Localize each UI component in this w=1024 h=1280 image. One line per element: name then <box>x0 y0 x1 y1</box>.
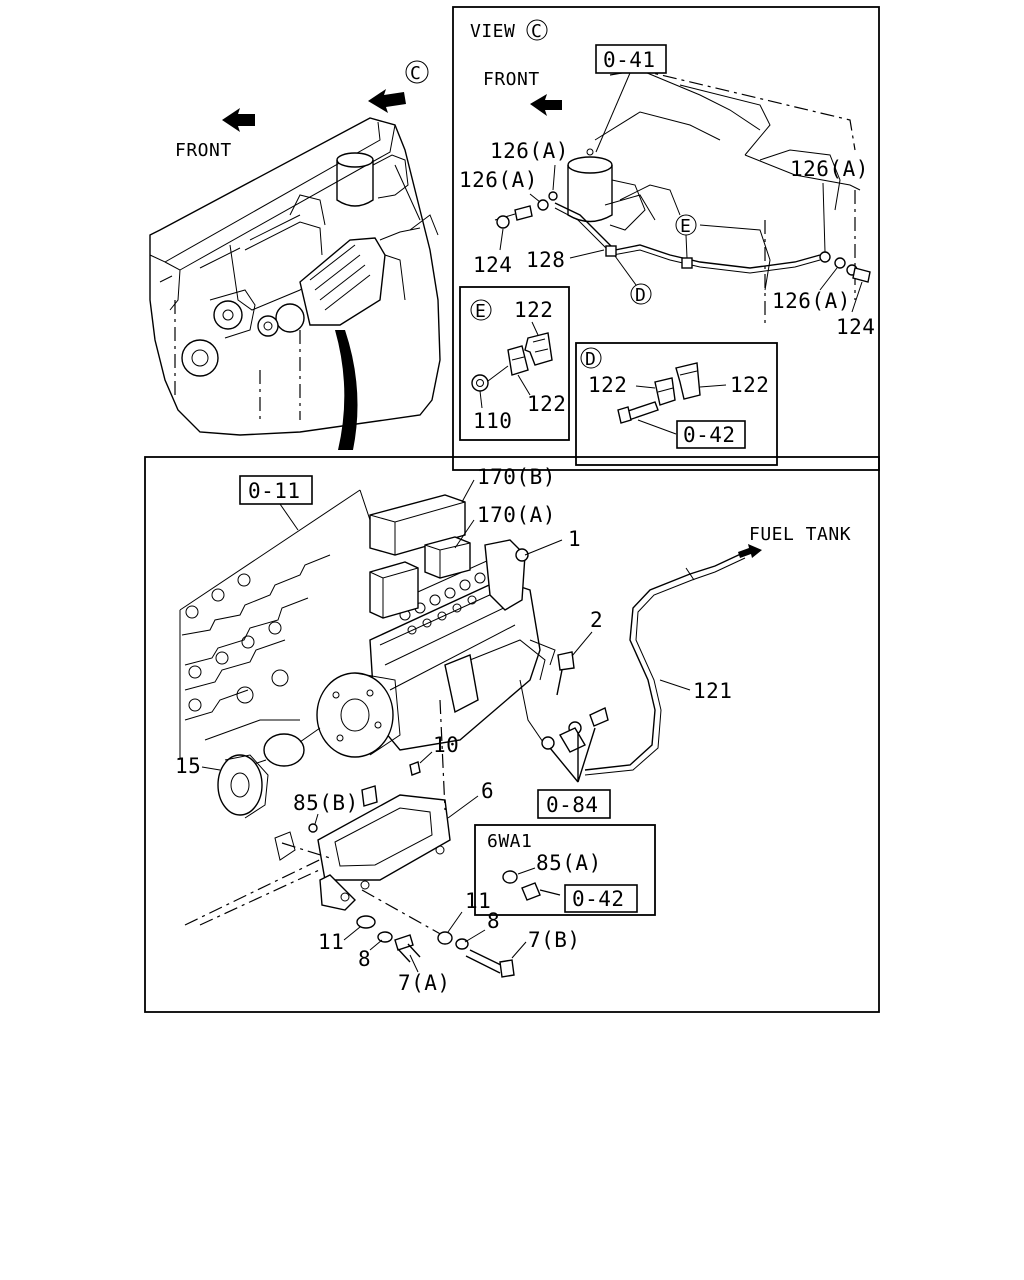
label-85b: 85(B) <box>293 791 359 815</box>
variant-title: 6WA1 <box>487 831 532 852</box>
fuel-pipe-121 <box>584 544 762 776</box>
view-c-marker-d-circle <box>630 283 652 305</box>
variant-6wa1-box: 6WA1 85(A) 0-42 <box>474 824 656 916</box>
view-c-title-marker: C <box>531 21 542 42</box>
label-15: 15 <box>175 754 201 778</box>
ref-box-0-84-text: 0-84 <box>546 793 599 817</box>
banjo-bolt-2 <box>557 651 575 671</box>
label-124-1: 124 <box>473 253 512 277</box>
label-6: 6 <box>481 779 494 803</box>
detail-d-box: D 122 122 0-42 <box>575 342 778 466</box>
view-c-arrow-icon <box>368 89 406 113</box>
lower-fasteners <box>356 915 515 978</box>
label-10: 10 <box>433 733 459 757</box>
view-c-title-marker-circle <box>526 19 548 41</box>
label-126a-2: 126(A) <box>459 168 538 192</box>
view-c-marker-e: E <box>680 216 691 237</box>
engine-overview <box>149 117 441 450</box>
injection-pump <box>217 539 556 946</box>
overview-view-marker: C <box>410 63 421 84</box>
detail-d-ref-box-text: 0-42 <box>683 423 736 447</box>
fuel-tank-label: FUEL TANK <box>749 524 851 545</box>
ref-box-0-84[interactable] <box>537 789 611 819</box>
fuel-tank-arrow-icon <box>738 544 762 558</box>
label-8-right: 8 <box>487 909 500 933</box>
detail-e-label-122-top: 122 <box>514 298 553 322</box>
detail-d-label-122-right: 122 <box>730 373 769 397</box>
label-126a-3: 126(A) <box>790 157 869 181</box>
label-126a-4: 126(A) <box>772 289 851 313</box>
label-170a: 170(A) <box>477 503 556 527</box>
view-c-title: VIEW <box>470 21 515 42</box>
ref-box-0-11[interactable] <box>239 475 313 505</box>
variant-label-85a: 85(A) <box>536 851 602 875</box>
ref-box-0-11-text: 0-11 <box>248 479 301 503</box>
label-124-2: 124 <box>836 315 875 339</box>
overview-arrows: FRONT C <box>175 60 429 161</box>
view-c-front-label: FRONT <box>483 69 540 90</box>
detail-e-label-110: 110 <box>473 409 512 433</box>
detail-d-ref-box-0-42[interactable] <box>676 420 746 449</box>
detail-d-label-122-left: 122 <box>588 373 627 397</box>
label-7a: 7(A) <box>398 971 451 995</box>
label-11-left: 11 <box>318 930 344 954</box>
ref-box-0-41-text: 0-41 <box>603 48 656 72</box>
detail-d-marker: D <box>585 349 596 370</box>
detail-e-marker-circle <box>470 299 492 321</box>
gasket-plate <box>179 489 371 926</box>
variant-ref-box-text: 0-42 <box>572 887 625 911</box>
view-c-marker-d: D <box>635 285 646 306</box>
ref-box-0-41[interactable] <box>595 44 667 74</box>
detail-e-marker: E <box>475 301 486 322</box>
detail-d-marker-circle <box>580 347 602 369</box>
packings-170 <box>369 494 471 619</box>
label-8-left: 8 <box>358 947 371 971</box>
view-c-marker-circle <box>405 60 429 84</box>
label-1: 1 <box>568 527 581 551</box>
label-7b: 7(B) <box>528 928 581 952</box>
label-126a-1: 126(A) <box>490 139 569 163</box>
detail-e-box: E 122 122 110 <box>459 286 570 441</box>
fittings-0-84 <box>541 707 609 783</box>
front-arrow-icon <box>222 108 255 132</box>
view-c-front-arrow-icon <box>530 94 562 116</box>
label-11-right: 11 <box>465 889 491 913</box>
detail-e-label-122-bottom: 122 <box>527 392 566 416</box>
view-c-panel: VIEW C FRONT <box>452 6 880 471</box>
variant-ref-box-0-42[interactable] <box>564 884 638 913</box>
main-panel: 0-11 0-84 FUEL TANK 170(B) 170(A) 1 2 12… <box>144 456 880 1013</box>
label-128: 128 <box>526 248 565 272</box>
overview-front-label: FRONT <box>175 140 232 161</box>
label-121: 121 <box>693 679 732 703</box>
label-170b: 170(B) <box>477 465 556 489</box>
label-2: 2 <box>590 608 603 632</box>
